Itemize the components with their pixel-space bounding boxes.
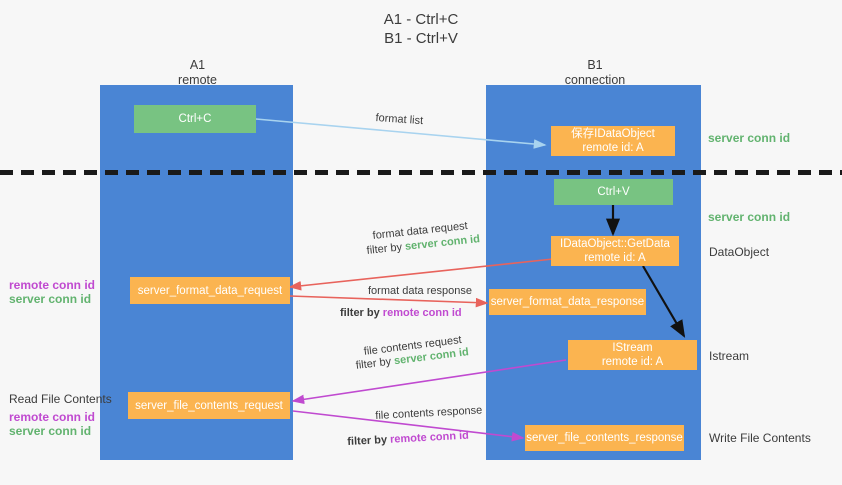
filter-by-4-prefix: filter by (347, 433, 391, 448)
edge-label-filter-by-4: filter by remote conn id (347, 429, 469, 449)
node-getdata-line1: IDataObject::GetData (560, 238, 670, 250)
filter-by-2-value: remote conn id (382, 307, 462, 319)
lane-header-a1: A1 remote (120, 58, 275, 88)
label-remote-conn-id-2: remote conn id (9, 410, 96, 424)
node-istream-line2: remote id: A (601, 356, 664, 368)
node-ctrl-v[interactable]: Ctrl+V (554, 179, 673, 205)
title-line-1: A1 - Ctrl+C (383, 11, 459, 28)
node-istream-line1: IStream (612, 342, 653, 354)
node-server-format-data-response[interactable]: server_format_data_response (489, 289, 646, 315)
node-save-idataobject-line2: remote id: A (582, 142, 644, 154)
lane-b1-sub: connection (564, 73, 626, 87)
label-istream: Istream (709, 349, 750, 363)
lane-a1-sub: remote (178, 73, 217, 87)
filter-by-4-value: remote conn id (389, 429, 470, 446)
edge-label-file-contents-response: file contents response (375, 404, 483, 422)
label-server-conn-id-mid: server conn id (708, 210, 791, 224)
node-istream[interactable]: IStream remote id: A (568, 340, 697, 370)
filter-by-1-prefix: filter by (366, 240, 406, 257)
node-server-file-contents-response[interactable]: server_file_contents_response (525, 425, 684, 451)
lane-a1-name: A1 (189, 58, 206, 72)
node-save-idataobject[interactable]: 保存IDataObject remote id: A (551, 126, 675, 156)
title-line-2: B1 - Ctrl+V (384, 30, 458, 47)
label-server-conn-id-1: server conn id (9, 292, 92, 306)
node-getdata-line2: remote id: A (584, 252, 646, 264)
node-idataobject-getdata[interactable]: IDataObject::GetData remote id: A (551, 236, 679, 266)
page-title: A1 - Ctrl+C B1 - Ctrl+V (0, 10, 842, 48)
edge-label-format-data-response: format data response (368, 285, 472, 297)
label-read-file-contents: Read File Contents (9, 392, 112, 406)
edge-label-filter-by-2: filter by remote conn id (340, 306, 462, 320)
label-remote-conn-id-1: remote conn id (9, 278, 96, 292)
edge-label-format-list: format list (375, 111, 424, 128)
filter-by-3-prefix: filter by (355, 355, 395, 372)
label-dataobject: DataObject (709, 245, 770, 259)
lane-b1-name: B1 (587, 58, 603, 72)
filter-by-2-prefix: filter by (340, 307, 383, 319)
node-save-idataobject-line1: 保存IDataObject (571, 128, 655, 140)
node-server-format-data-request[interactable]: server_format_data_request (130, 277, 290, 304)
label-write-file-contents: Write File Contents (709, 431, 811, 445)
node-server-file-contents-request[interactable]: server_file_contents_request (128, 392, 290, 419)
lane-header-b1: B1 connection (515, 58, 675, 88)
node-ctrl-c[interactable]: Ctrl+C (134, 105, 256, 133)
phase-divider (0, 170, 842, 175)
label-server-conn-id-2: server conn id (9, 424, 92, 438)
label-server-conn-id-top: server conn id (708, 131, 791, 145)
